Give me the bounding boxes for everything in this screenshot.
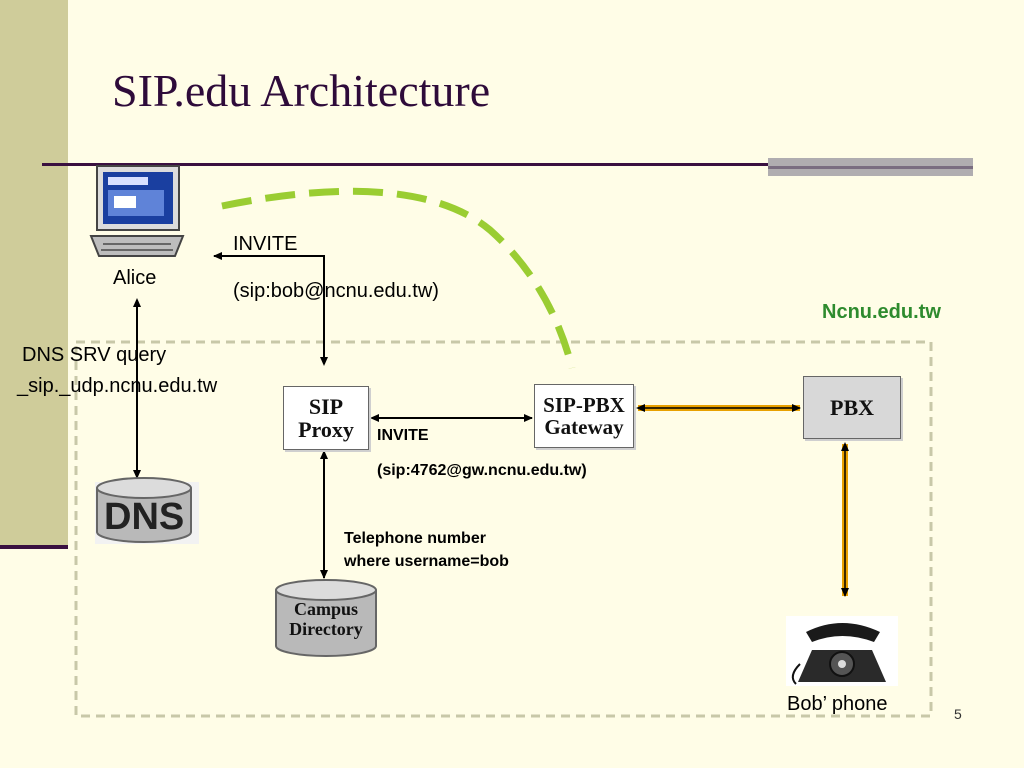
dns-query-label-line1: DNS SRV query xyxy=(22,344,167,366)
campus-directory-label: Campus Directory xyxy=(280,599,372,640)
pbx-label: PBX xyxy=(830,394,874,420)
sip-pbx-gateway-node[interactable]: SIP-PBX Gateway xyxy=(534,384,634,448)
invite-label-2: INVITE xyxy=(377,427,429,444)
rotary-telephone-icon xyxy=(786,616,898,686)
domain-label: Ncnu.edu.tw xyxy=(822,301,941,323)
gateway-label-line2: Gateway xyxy=(544,415,624,439)
campus-directory-label-line2: Directory xyxy=(289,618,363,639)
page-title: SIP.edu Architecture xyxy=(112,65,491,116)
slide-sidebar-band xyxy=(0,0,68,548)
domain-boundary xyxy=(74,340,933,718)
title-underline-bar-line xyxy=(768,166,973,169)
laptop-icon xyxy=(89,165,185,257)
bobs-phone-label: Bob’ phone xyxy=(787,693,888,715)
invite-label-1: INVITE xyxy=(233,233,298,255)
invite-uri-label-1: (sip:bob@ncnu.edu.tw) xyxy=(233,280,439,302)
invite-uri-label-2: (sip:4762@gw.ncnu.edu.tw) xyxy=(377,462,587,479)
sip-proxy-label-line1: SIP xyxy=(308,393,344,419)
sip-proxy-label-line2: Proxy xyxy=(298,417,354,442)
pbx-node[interactable]: PBX xyxy=(803,376,901,439)
dns-database-icon xyxy=(95,477,199,544)
sidebar-rule xyxy=(0,545,68,549)
alice-label: Alice xyxy=(113,267,157,289)
campus-directory-label-line1: Campus xyxy=(293,599,359,619)
lookup-label-line2: where username=bob xyxy=(344,553,509,570)
dns-query-label-line2: _sip._udp.ncnu.edu.tw xyxy=(17,375,218,397)
invite-arrow-alice-to-proxy xyxy=(213,252,328,366)
page-number: 5 xyxy=(954,706,962,722)
title-underline xyxy=(42,163,772,166)
campus-directory-database-icon xyxy=(275,579,377,657)
gateway-label-line1: SIP-PBX xyxy=(543,392,625,417)
dns-label: DNS xyxy=(104,496,185,538)
sip-proxy-node[interactable]: SIP Proxy xyxy=(283,386,369,450)
lookup-label-line1: Telephone number xyxy=(344,530,486,547)
